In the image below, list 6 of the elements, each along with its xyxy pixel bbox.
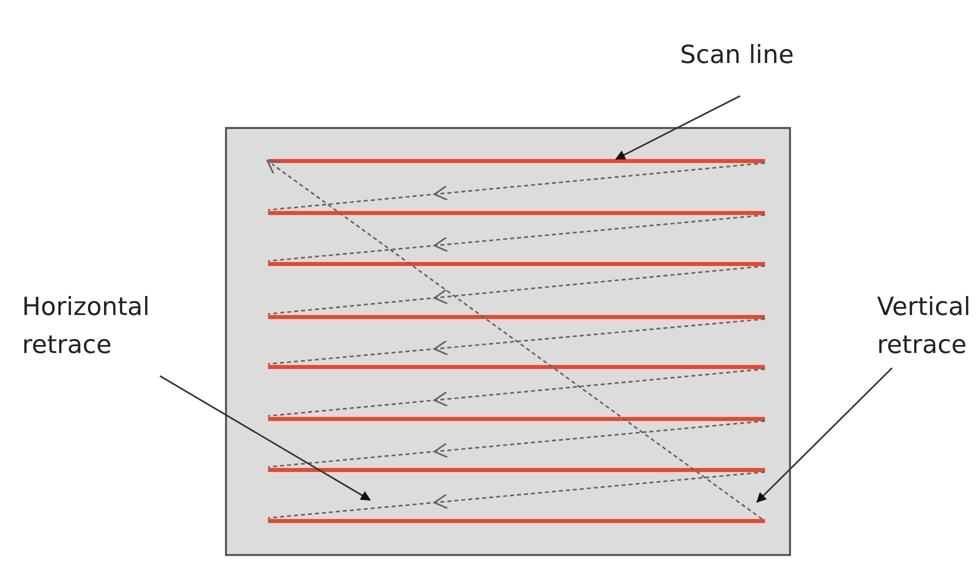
leader-line	[160, 375, 371, 501]
leader-line	[756, 367, 893, 503]
callout-label: Vertical retrace	[877, 288, 977, 364]
leader-line	[615, 95, 740, 160]
callout-label: Scan line	[680, 36, 830, 74]
callout-label: Horizontal retrace	[22, 288, 182, 364]
